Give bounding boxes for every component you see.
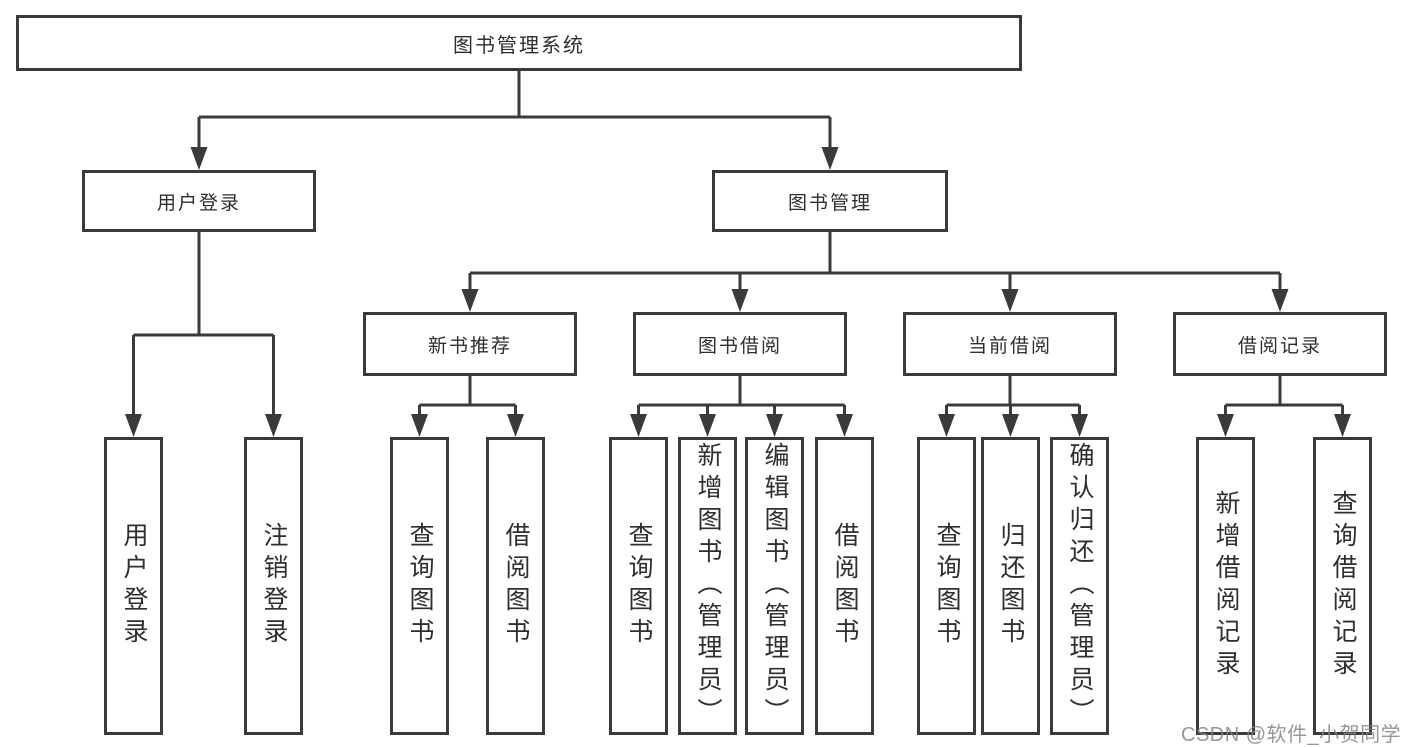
leaf-add-borrow-record: 新增借阅记录 [1196, 437, 1255, 735]
leaf-query-borrow-record-label: 查询借阅记录 [1329, 490, 1357, 682]
leaf-borrow-book-label: 借阅图书 [831, 522, 859, 650]
leaf-edit-book-admin-label: 编辑图书（管理员） [761, 442, 789, 730]
node-new-book-recommend: 新书推荐 [363, 312, 577, 376]
node-root-system-label: 图书管理系统 [453, 34, 585, 57]
leaf-borrow-book-recommend-label: 借阅图书 [502, 522, 530, 650]
leaf-add-borrow-record-label: 新增借阅记录 [1212, 490, 1240, 682]
node-current-borrow: 当前借阅 [903, 312, 1117, 376]
leaf-user-login: 用户登录 [104, 437, 163, 735]
node-root-system: 图书管理系统 [16, 15, 1022, 71]
leaf-query-book-borrow-label: 查询图书 [625, 522, 653, 650]
node-book-borrow-label: 图书借阅 [697, 335, 782, 357]
node-borrow-records-label: 借阅记录 [1237, 335, 1322, 357]
leaf-add-book-admin: 新增图书（管理员） [678, 437, 737, 735]
leaf-query-book-borrow: 查询图书 [609, 437, 668, 735]
node-user-login-label: 用户登录 [156, 192, 241, 214]
leaf-confirm-return-admin: 确认归还（管理员） [1050, 437, 1109, 735]
leaf-query-book-current: 查询图书 [917, 437, 976, 735]
leaf-query-book-recommend-label: 查询图书 [406, 522, 434, 650]
leaf-return-book-label: 归还图书 [997, 522, 1025, 650]
arrowheads [125, 147, 1351, 437]
leaf-add-book-admin-label: 新增图书（管理员） [694, 442, 722, 730]
node-book-management: 图书管理 [712, 170, 948, 232]
node-new-book-recommend-label: 新书推荐 [427, 335, 512, 357]
leaf-confirm-return-admin-label: 确认归还（管理员） [1066, 442, 1094, 730]
csdn-watermark: CSDN @软件_小贺同学 [1181, 724, 1402, 746]
leaf-user-login-label: 用户登录 [120, 522, 148, 650]
leaf-logout-label: 注销登录 [260, 522, 288, 650]
leaf-query-borrow-record: 查询借阅记录 [1313, 437, 1372, 735]
node-book-borrow: 图书借阅 [633, 312, 847, 376]
leaf-borrow-book: 借阅图书 [815, 437, 874, 735]
leaf-borrow-book-recommend: 借阅图书 [486, 437, 545, 735]
node-current-borrow-label: 当前借阅 [967, 335, 1052, 357]
leaf-logout: 注销登录 [244, 437, 303, 735]
leaf-query-book-recommend: 查询图书 [390, 437, 449, 735]
leaf-edit-book-admin: 编辑图书（管理员） [745, 437, 804, 735]
node-user-login: 用户登录 [82, 170, 316, 232]
node-book-management-label: 图书管理 [787, 192, 872, 214]
leaf-query-book-current-label: 查询图书 [933, 522, 961, 650]
leaf-return-book: 归还图书 [981, 437, 1040, 735]
node-borrow-records: 借阅记录 [1173, 312, 1387, 376]
